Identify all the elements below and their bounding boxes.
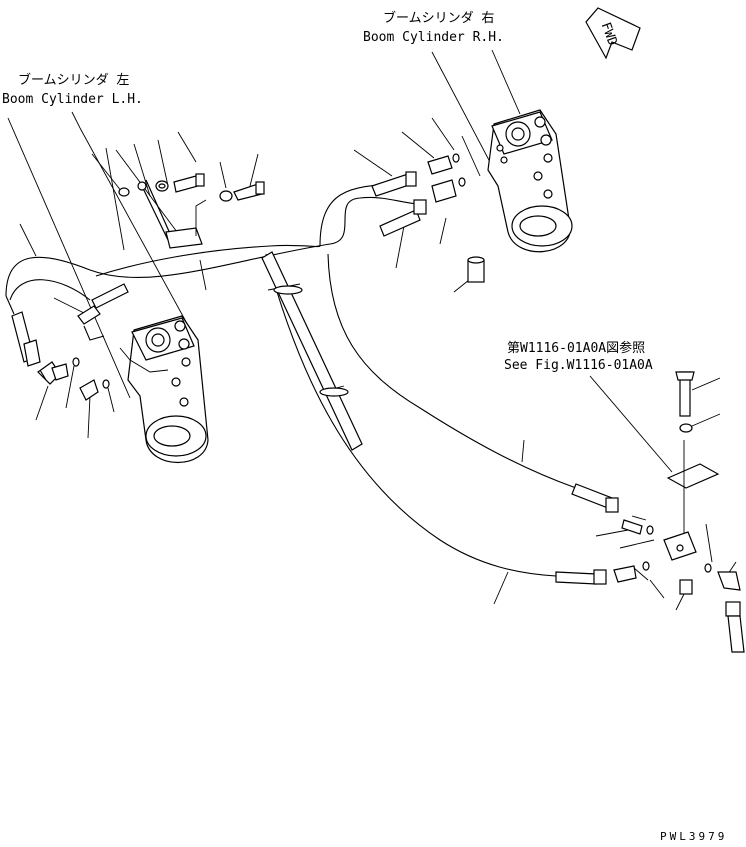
drawing-code: PWL3979 bbox=[660, 830, 727, 843]
label-reference-fig-en: See Fig.W1116-01A0A bbox=[504, 358, 653, 373]
right-fittings bbox=[371, 153, 485, 283]
label-boom-cylinder-lh-en: Boom Cylinder L.H. bbox=[2, 92, 143, 107]
forward-arrow-icon: FWD bbox=[585, 7, 641, 60]
label-boom-cylinder-rh-jp: ブームシリンダ 右 bbox=[383, 10, 494, 26]
label-boom-cylinder-lh-jp: ブームシリンダ 左 bbox=[18, 72, 129, 88]
left-fittings bbox=[11, 173, 265, 401]
label-boom-cylinder-rh-en: Boom Cylinder R.H. bbox=[363, 30, 504, 45]
lower-right-block-assembly bbox=[555, 371, 745, 653]
boom-cylinder-left bbox=[119, 315, 209, 463]
boom-cylinder-right bbox=[487, 109, 573, 253]
hydraulic-hoses bbox=[5, 183, 577, 577]
leader-lines bbox=[7, 49, 737, 611]
label-reference-fig-jp: 第W1116-01A0A図参照 bbox=[507, 340, 645, 356]
